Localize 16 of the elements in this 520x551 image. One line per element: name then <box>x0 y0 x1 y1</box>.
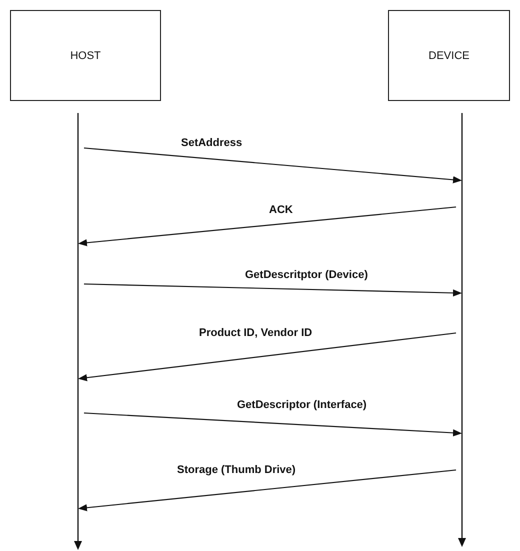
message-arrow <box>78 332 456 382</box>
message-label: GetDescriptor (Interface) <box>236 399 368 412</box>
lifeline-arrow <box>72 113 84 550</box>
message-arrow <box>78 469 456 512</box>
message-label: GetDescritptor (Device) <box>244 269 369 282</box>
message-arrow <box>84 283 462 297</box>
message-label: Storage (Thumb Drive) <box>176 464 297 477</box>
message-label: Product ID, Vendor ID <box>198 327 314 340</box>
message-arrow <box>84 147 462 184</box>
lifeline-arrow <box>456 113 468 547</box>
message-arrow <box>84 412 462 436</box>
participant-name: HOST <box>70 50 101 62</box>
message-arrow <box>78 206 456 246</box>
participant-name: DEVICE <box>428 50 470 62</box>
participant-box <box>388 10 510 101</box>
participant-box <box>10 10 161 101</box>
